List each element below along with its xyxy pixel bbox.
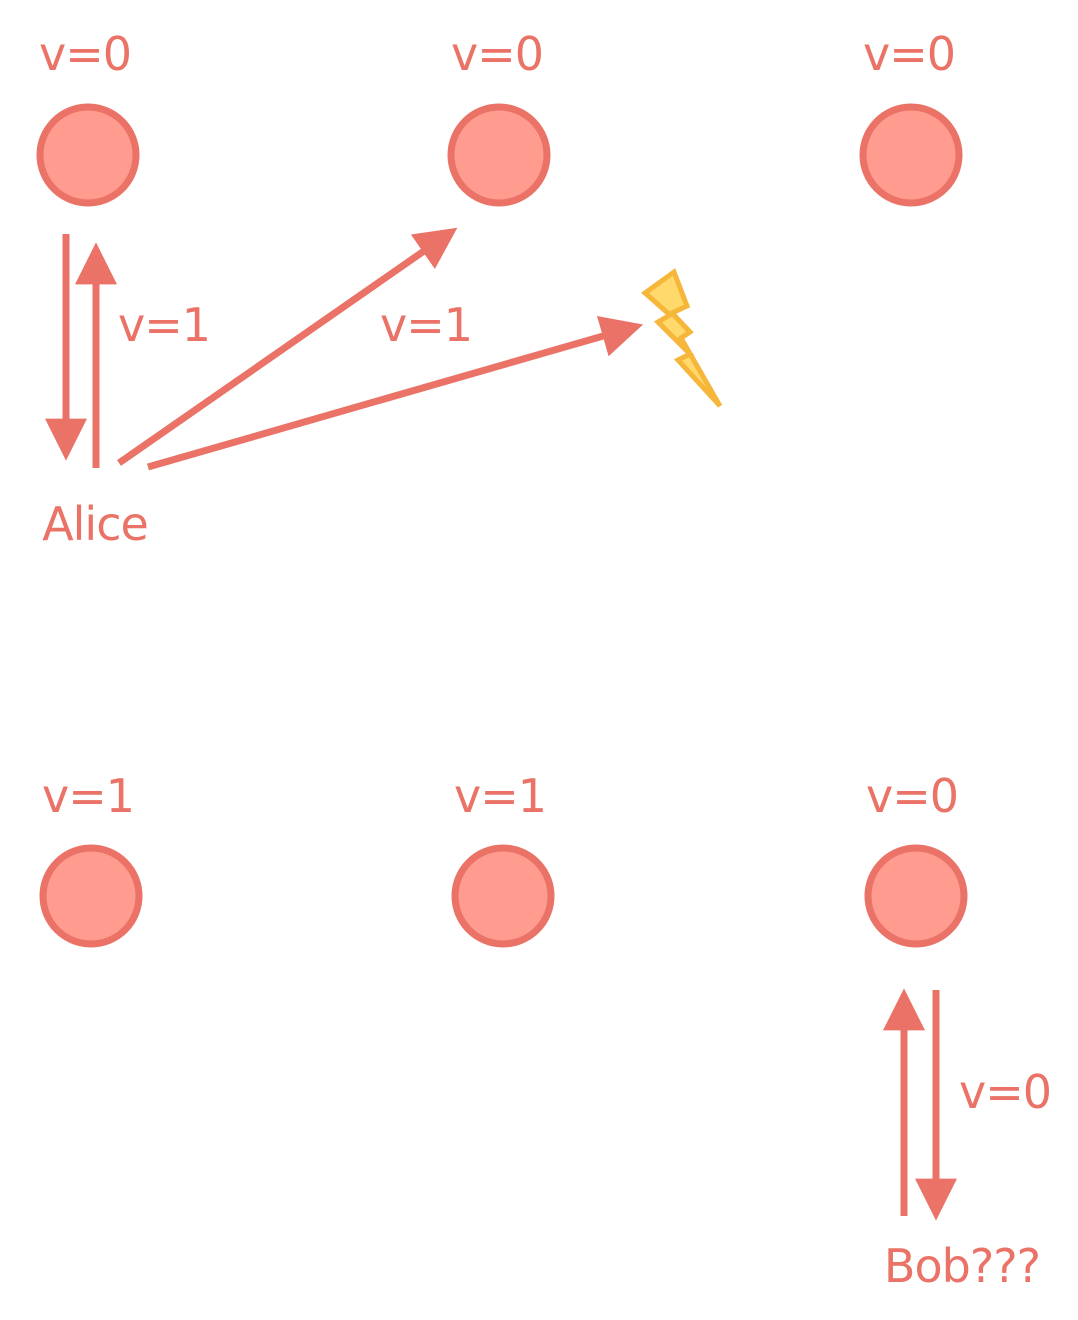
client-label-bob: Bob??? [883, 1239, 1041, 1293]
node-circle [859, 103, 963, 207]
node-circle [39, 844, 143, 948]
node-top-left [36, 103, 140, 207]
node-value-label: v=0 [862, 27, 956, 81]
message-label: v=1 [117, 298, 211, 352]
arrow-alice-to-failed-node [147, 315, 644, 471]
node-bottom-right [864, 844, 968, 948]
node-circle [864, 844, 968, 948]
node-bottom-left [39, 844, 143, 948]
lightning-icon [640, 268, 723, 408]
node-circle [36, 103, 140, 207]
node-top-right [859, 103, 963, 207]
node-bottom-middle [451, 844, 555, 948]
client-label-alice: Alice [42, 497, 149, 551]
node-circle [451, 844, 555, 948]
node-circle [447, 103, 551, 207]
message-label: v=1 [379, 298, 473, 352]
node-value-label: v=1 [41, 769, 135, 823]
message-label: v=0 [958, 1065, 1052, 1119]
node-value-label: v=0 [450, 27, 544, 81]
node-value-label: v=1 [453, 769, 547, 823]
node-top-middle [447, 103, 551, 207]
node-value-label: v=0 [865, 769, 959, 823]
node-value-label: v=0 [38, 27, 132, 81]
arrow-alice-to-top-middle-node [117, 227, 458, 466]
